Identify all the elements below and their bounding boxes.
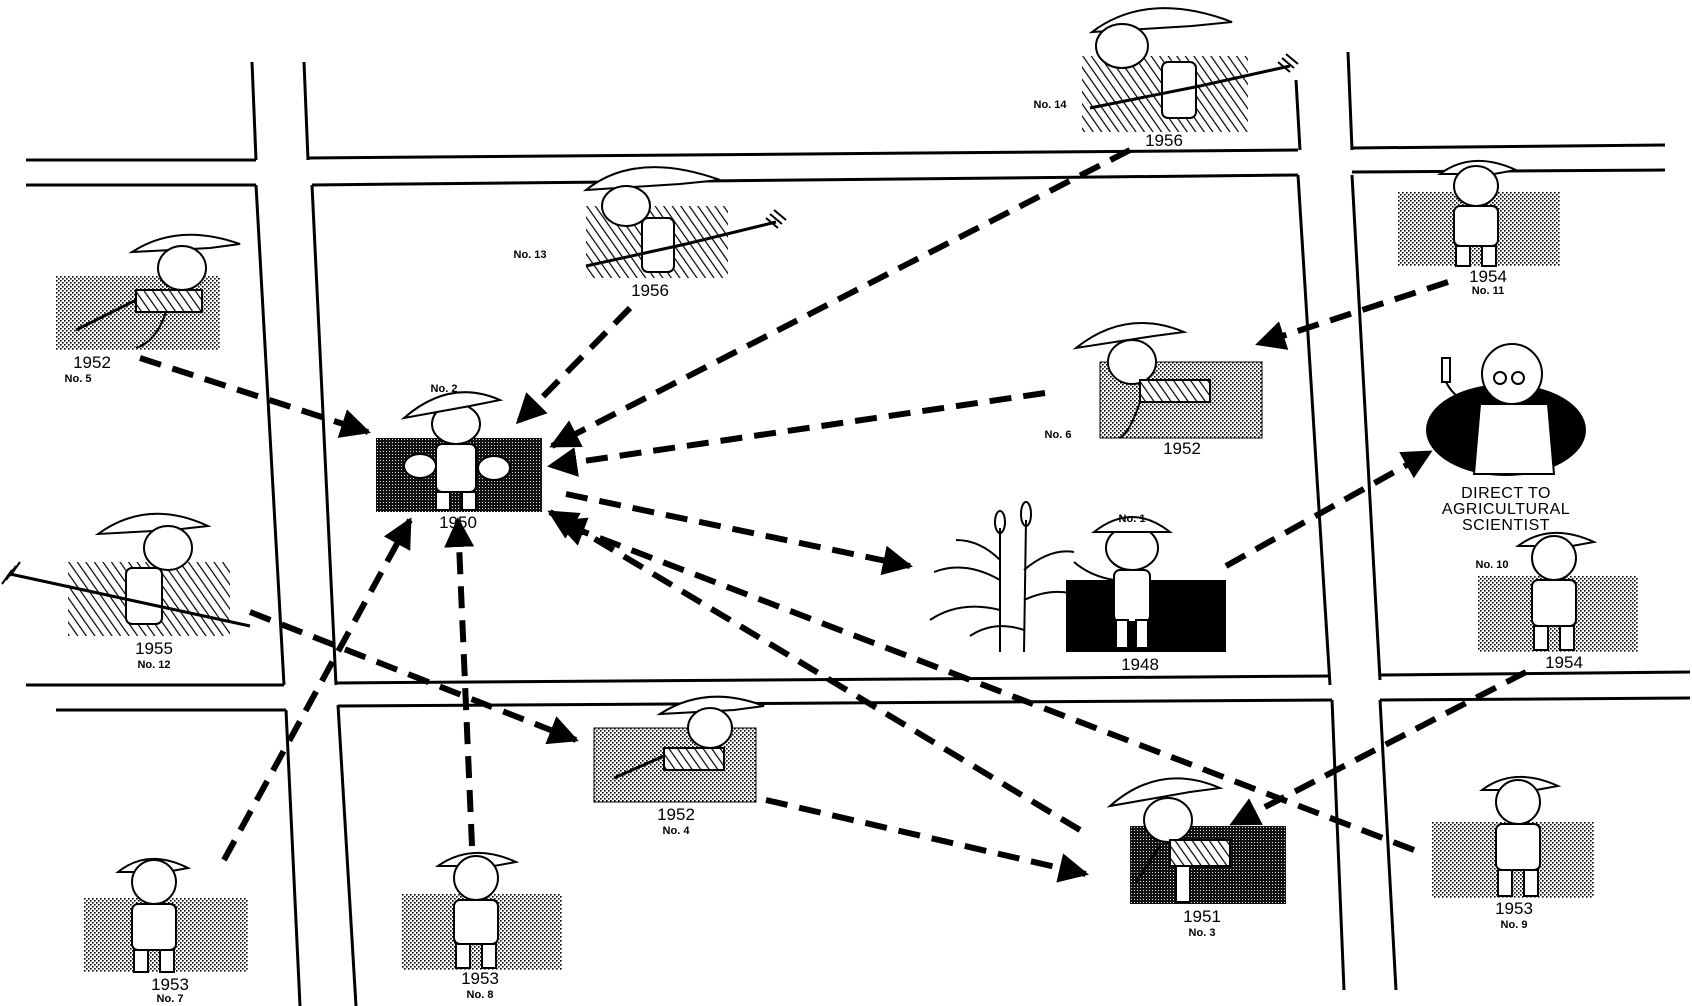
farmer-node-10: No. 10 1954: [1475, 532, 1638, 672]
road-line: [337, 698, 1333, 708]
road-line: [1296, 174, 1332, 686]
road-line: [1346, 51, 1354, 151]
farmer-figure-icon: [115, 857, 192, 973]
road-line: [1379, 670, 1691, 677]
road-line: [250, 61, 258, 161]
arrow-f10-to-f3: [1229, 669, 1528, 827]
arrow-f4-to-f3: [765, 797, 1089, 883]
farmer-year: 1956: [631, 281, 669, 300]
farmer-number: No. 6: [1045, 429, 1072, 441]
farmer-year: 1952: [657, 805, 695, 824]
farmer-year: 1948: [1121, 655, 1159, 674]
farmer-year: 1950: [439, 513, 477, 532]
farmer-year: 1952: [1163, 439, 1201, 458]
corn-plant-icon: [929, 501, 1081, 653]
farmer-node-11: 1954 No. 11: [1398, 160, 1560, 297]
road-line: [336, 704, 358, 1006]
farmer-number: No. 1: [1119, 513, 1146, 525]
farmer-number: No. 5: [65, 373, 92, 385]
farmer-figure-icon: [75, 233, 241, 349]
influence-arrows: [139, 147, 1528, 883]
farmer-number: No. 14: [1033, 99, 1067, 111]
arrow-f6-to-f2: [547, 390, 1046, 477]
farmer-year: 1955: [135, 639, 173, 658]
farmer-node-14: No. 14 1956: [1033, 7, 1299, 150]
scientist-node: DIRECT TO AGRICULTURAL SCIENTIST: [1426, 343, 1586, 534]
arrow-f2-to-f1: [565, 491, 913, 576]
farmer-figure-icon: [1514, 532, 1598, 651]
farmer-node-3: 1951 No. 3: [1106, 777, 1286, 939]
farmer-number: No. 8: [467, 989, 494, 1001]
road-line: [1351, 143, 1666, 150]
farmer-year: 1954: [1469, 267, 1507, 286]
road-line: [1378, 699, 1398, 991]
arrow-f9-to-f2: [555, 517, 1416, 853]
farmer-year: 1953: [461, 969, 499, 988]
farmer-node-2: No. 2 1950: [376, 383, 542, 532]
farmer-node-1: No. 1 1948: [929, 501, 1226, 674]
farmer-year: 1952: [73, 353, 111, 372]
arrow-f14-to-f2: [549, 147, 1132, 449]
road-line: [1350, 174, 1382, 681]
farmer-year: 1953: [151, 975, 189, 994]
farmer-year: 1956: [1145, 131, 1183, 150]
scientist-figure-icon: [1441, 343, 1556, 475]
farmer-figure-icon: [1436, 160, 1520, 267]
farmer-figure-icon: [613, 695, 765, 780]
farmer-number: No. 10: [1475, 559, 1508, 571]
arrow-f11-to-f6: [1255, 279, 1449, 350]
farmer-number: No. 12: [137, 659, 170, 671]
farmer-figure-icon: [1088, 7, 1299, 119]
farmer-year: 1954: [1545, 653, 1583, 672]
farmer-figure-icon: [400, 391, 511, 511]
farmer-figure-icon: [434, 852, 520, 969]
farmer-figure-icon: [1106, 777, 1231, 903]
arrow-f5-to-f2: [139, 355, 371, 438]
farmer-number: No. 4: [663, 825, 691, 837]
farmer-node-12: 1955 No. 12: [1, 512, 251, 671]
farmer-node-5: 1952 No. 5: [56, 233, 241, 385]
arrow-f7-to-f2: [221, 517, 413, 862]
farmer-figure-icon: [1072, 322, 1211, 439]
farmer-figure-icon: [1, 512, 251, 628]
farmer-nodes: No. 1 1948 No. 2 1950: [1, 7, 1638, 1005]
arrow-f3-to-f2: [547, 509, 1082, 833]
arrow-f1-to-scientist: [1224, 449, 1433, 569]
road-line: [284, 709, 302, 1006]
farmer-year: 1951: [1183, 907, 1221, 926]
farmer-year: 1953: [1495, 899, 1533, 918]
road-line: [1294, 79, 1302, 151]
farmer-node-9: 1953 No. 9: [1432, 776, 1594, 931]
road-line: [1330, 699, 1346, 991]
arrow-f8-to-f2: [444, 517, 475, 847]
farmer-number: No. 7: [157, 993, 184, 1005]
road-line: [1379, 696, 1691, 702]
scientist-label-line: AGRICULTURAL: [1442, 501, 1570, 518]
arrow-f13-to-f2: [515, 305, 633, 425]
farmer-number: No. 9: [1501, 919, 1528, 931]
farmer-node-8: 1953 No. 8: [402, 852, 562, 1001]
scientist-label-line: DIRECT TO: [1461, 485, 1551, 502]
farmer-node-13: No. 13 1956: [513, 166, 787, 300]
farmer-node-7: 1953 No. 7: [84, 857, 248, 1005]
road-line: [310, 184, 338, 686]
road-line: [311, 173, 1299, 187]
farmer-number: No. 3: [1189, 927, 1216, 939]
farmer-node-4: 1952 No. 4: [593, 695, 765, 837]
farmer-number: No. 13: [513, 249, 546, 261]
road-line: [254, 184, 286, 686]
arrow-f12-to-f4: [248, 609, 579, 745]
farmer-node-6: No. 6 1952: [1045, 322, 1263, 458]
farmer-figure-icon: [582, 166, 787, 273]
farmer-number: No. 11: [1472, 285, 1504, 297]
road-line: [307, 148, 1299, 160]
farmer-number: No. 2: [431, 383, 458, 395]
road-line: [302, 61, 310, 161]
scientist-label-line: SCIENTIST: [1462, 517, 1550, 534]
farmer-figure-icon: [1478, 776, 1562, 897]
farmer-figure-icon: [1073, 516, 1173, 649]
